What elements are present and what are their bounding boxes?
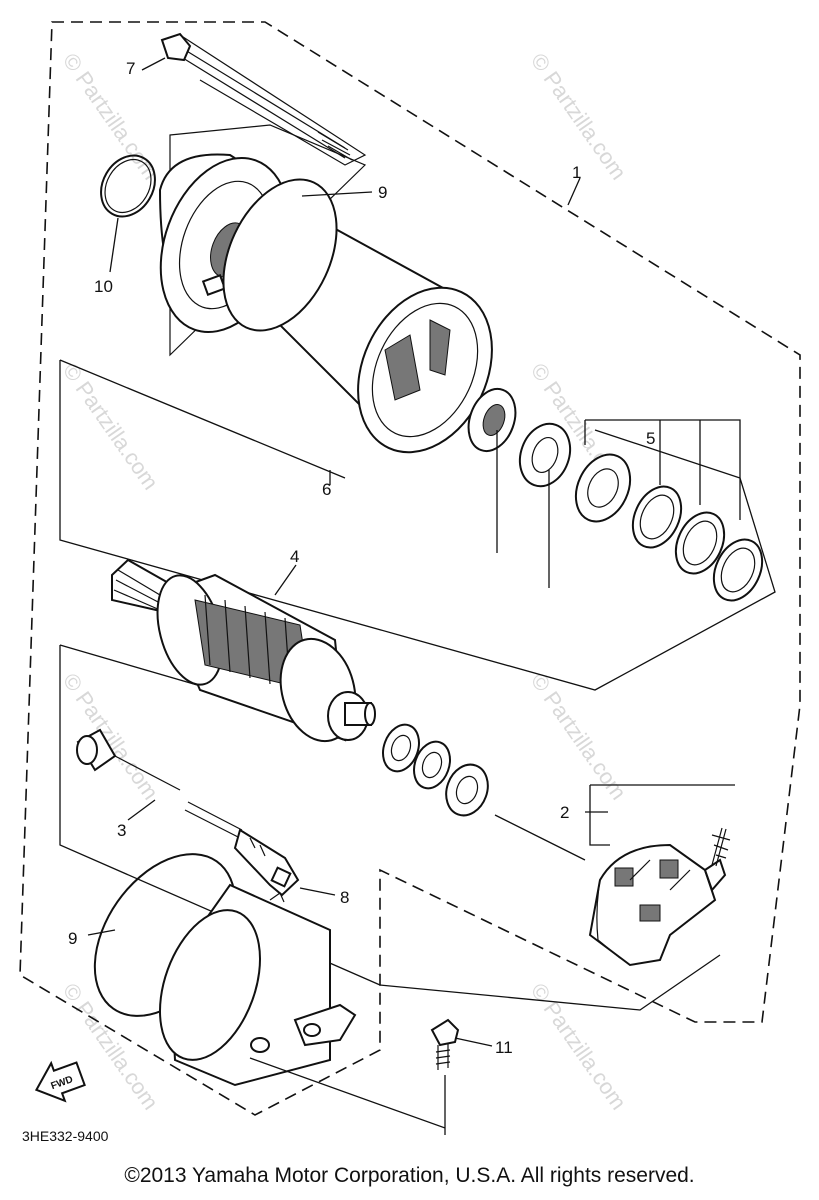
watermark-text: © Partzilla.com [58,669,164,805]
watermark-text: © Partzilla.com [58,359,164,495]
lower-washers [382,723,586,861]
terminal-lead-part-8 [184,801,300,897]
yoke-group-outline [59,359,776,691]
bolt-part-11 [249,1018,460,1135]
callout-9-top: 9 [378,183,387,202]
callout-9-bottom: 9 [68,929,77,948]
grommet-part-3 [76,728,181,791]
callouts: 1 2 3 4 5 6 7 8 9 9 10 11 [68,59,655,1057]
callout-1: 1 [572,163,581,182]
watermark-text: © Partzilla.com [526,979,632,1115]
o-ring-part-10 [100,154,156,218]
diagram-code: 3HE332-9400 [22,1128,109,1144]
yoke-body [222,178,493,454]
brush-holder-part-2 [588,784,735,967]
end-cover [93,853,357,1087]
watermark-text: © Partzilla.com [526,669,632,805]
callout-6: 6 [322,480,331,499]
watermark-text: © Partzilla.com [58,979,164,1115]
callout-11: 11 [495,1038,513,1057]
copyright-notice: ©2013 Yamaha Motor Corporation, U.S.A. A… [124,1164,695,1187]
o-ring-inner-edge [104,158,152,214]
bushing-inner [531,436,559,474]
fwd-arrow-icon: FWD [34,1060,86,1103]
callout-8: 8 [340,888,349,907]
bushing [518,422,572,488]
callout-5: 5 [646,429,655,448]
callout-7: 7 [126,59,135,78]
callout-2: 2 [560,803,569,822]
oil-seal-inner [482,404,506,436]
long-bolt-part-7 [160,32,367,166]
callout-4: 4 [290,547,299,566]
callout-10: 10 [94,277,113,296]
watermark-text: © Partzilla.com [58,49,164,185]
leader-lines [87,57,608,1047]
armature-part-4 [111,558,376,743]
callout-3: 3 [117,821,126,840]
assembly-outline [19,21,801,1116]
washer-set-part-5 [574,419,764,602]
